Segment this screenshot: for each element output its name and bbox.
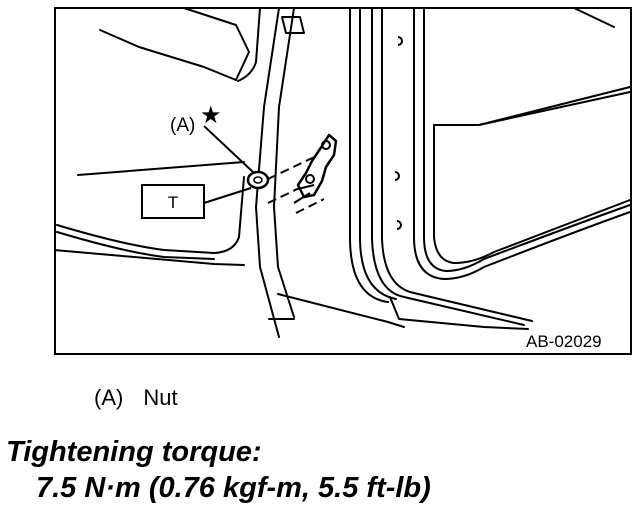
legend-name: Nut <box>143 385 178 410</box>
clip-hole <box>396 220 402 230</box>
star-icon: ★ <box>200 101 222 129</box>
installation-diagram: (A) ★ T AB-02029 <box>54 7 632 355</box>
legend: (A) Nut <box>94 385 178 411</box>
clip-hole <box>394 171 400 181</box>
diagram-drawing: (A) ★ T AB-02029 <box>54 7 632 355</box>
legend-label: (A) <box>94 385 124 410</box>
torque-leader <box>203 187 252 204</box>
bracket-part <box>293 133 338 204</box>
torque-value: 7.5 N·m (0.76 kgf-m, 5.5 ft-lb) <box>36 472 431 504</box>
clip-hole <box>397 36 403 46</box>
torque-box <box>141 184 205 219</box>
callout-a-label: (A) <box>170 115 195 136</box>
figure-id: AB-02029 <box>526 332 602 351</box>
callout-a-leader <box>203 125 254 173</box>
callout-leaders <box>203 125 254 204</box>
clip-holes <box>394 36 403 230</box>
torque-title: Tightening torque: <box>6 436 262 468</box>
body-panel-outlines <box>54 7 631 338</box>
nut-part <box>246 170 270 190</box>
diagram-frame <box>54 7 632 355</box>
torque-box-label: T <box>168 193 178 212</box>
